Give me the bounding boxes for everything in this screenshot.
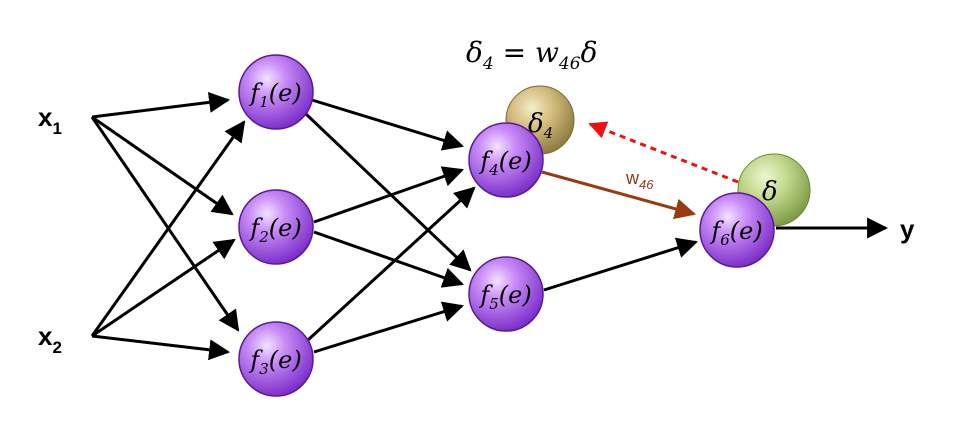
neuron-f6: f6(e): [699, 192, 775, 268]
neuron-f2: f2(e): [238, 189, 314, 265]
neuron-f4-circle: [468, 122, 544, 198]
backprop-error-arrow: [588, 121, 739, 184]
edge-x1-f3: [90, 116, 240, 332]
neuron-f5: f5(e): [468, 256, 544, 332]
neuron-f1-label: f1(e): [248, 79, 301, 111]
weight-label-w46: w46: [625, 168, 654, 192]
edge-x2-f3: [91, 334, 231, 361]
neuron-f4: f4(e): [468, 122, 544, 198]
edge-f2-f5: [313, 230, 464, 288]
edge-x2-f1: [90, 120, 246, 337]
neuron-f2-label: f2(e): [248, 214, 301, 246]
neuron-f1-circle: [238, 54, 314, 130]
neuron-f4-label: f4(e): [478, 147, 531, 179]
input-label-x1: x1: [38, 102, 62, 138]
neuron-f6-circle: [699, 192, 775, 268]
neuron-f6-label: f6(e): [709, 217, 762, 249]
output-label-y: y: [900, 214, 915, 244]
neuron-f3-label: f3(e): [248, 346, 301, 378]
edge-f1-f5: [304, 112, 472, 272]
input-connections: [90, 91, 246, 361]
neuron-f5-label: f5(e): [478, 281, 531, 313]
delta-formula: δ4 = w46δ: [466, 36, 597, 74]
edge-f1-f4: [311, 98, 465, 151]
delta6-label: δ: [762, 177, 778, 207]
delta4-label: δ4: [528, 109, 553, 142]
edge-x1-f1: [91, 91, 231, 119]
weight-arrow-w46: [541, 170, 697, 220]
neuron-f2-circle: [238, 189, 314, 265]
neuron-f3: f3(e): [238, 321, 314, 397]
neuron-f5-circle: [468, 256, 544, 332]
neuron-f3-circle: [238, 321, 314, 397]
edge-f3-f5: [313, 301, 465, 354]
edge-f3-f4: [306, 186, 476, 342]
edge-f2-f4: [313, 166, 464, 224]
neuron-f1: f1(e): [238, 54, 314, 130]
output-connections: [541, 121, 889, 292]
edge-x1-f2: [91, 115, 234, 216]
edge-x2-f2: [91, 238, 236, 338]
input-label-x2: x2: [38, 321, 62, 357]
edge-f5-f6: [543, 237, 699, 292]
hidden-connections: [304, 98, 476, 354]
